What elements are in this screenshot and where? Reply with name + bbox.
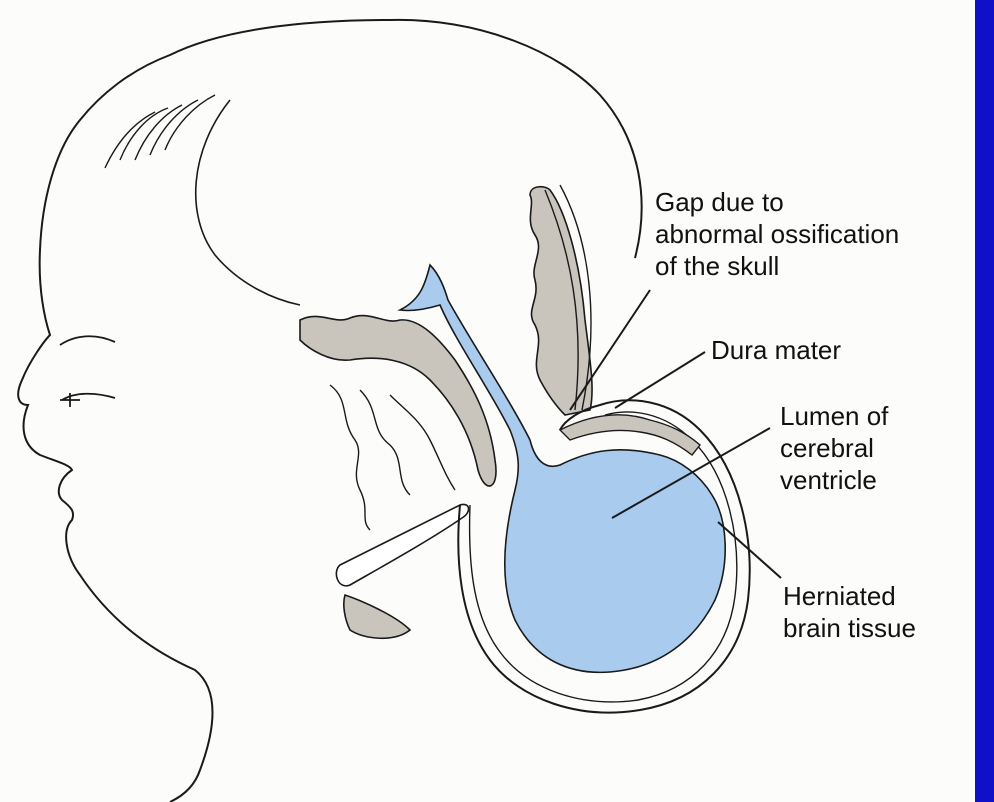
skull-upper-tissue xyxy=(530,187,592,415)
head-outline xyxy=(18,20,641,802)
hair-strands xyxy=(105,95,215,168)
skull-base-bone xyxy=(336,504,468,585)
leader-dura xyxy=(615,352,705,408)
brain-folds xyxy=(330,385,455,530)
label-dura-mater: Dura mater xyxy=(711,334,841,366)
label-lumen: Lumen of cerebral ventricle xyxy=(780,400,888,496)
herniation-sac-tissue xyxy=(560,415,700,455)
eyebrow xyxy=(60,336,115,345)
label-herniated: Herniated brain tissue xyxy=(783,580,916,644)
hairline xyxy=(196,100,300,305)
right-edge-bar xyxy=(975,0,994,802)
label-gap: Gap due to abnormal ossification of the … xyxy=(655,186,899,282)
ear xyxy=(344,595,410,638)
eye xyxy=(60,393,115,407)
